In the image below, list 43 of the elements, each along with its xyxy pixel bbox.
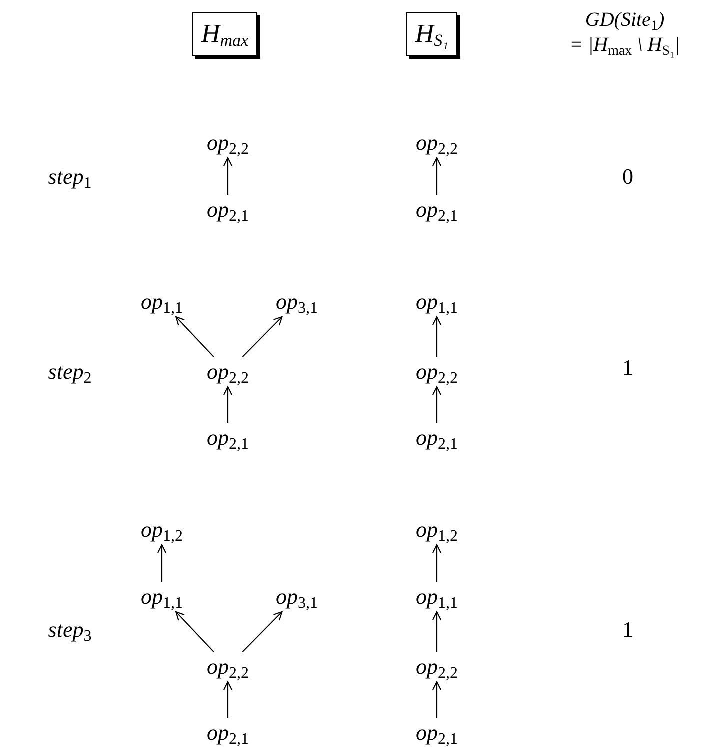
operation-label: op$_{2,1}$ [415,196,459,224]
operation-label: op$_{1,1}$ [415,288,459,316]
operation-label: op$_{2,2}$ [415,653,459,681]
step-label: step$_{2}$ [48,361,92,383]
history-box: H$_{max}$ [192,12,258,56]
arrow [432,544,442,582]
operation-label: op$_{2,1}$ [206,196,250,224]
operation-label: op$_{1,1}$ [415,583,459,611]
operation-label: op$_{2,1}$ [415,424,459,452]
arrow [432,611,442,652]
operation-label: op$_{1,1}$ [140,288,184,316]
operation-label: op$_{2,2}$ [206,358,250,386]
arrow [223,157,233,195]
distance-value: 0 [622,166,634,188]
operation-label: op$_{1,2}$ [415,516,459,544]
operation-label: op$_{3,1}$ [275,583,319,611]
step-label: step$_{1}$ [48,166,92,188]
arrow [432,386,442,423]
arrow [157,544,167,582]
operation-label: op$_{2,1}$ [206,719,250,747]
arrow [176,611,214,652]
arrow [432,316,442,357]
arrow [432,157,442,195]
operation-label: op$_{3,1}$ [275,288,319,316]
operation-label: op$_{1,1}$ [140,583,184,611]
arrow [242,316,283,358]
history-box: H$_{S₁}$ [406,12,458,56]
operation-label: op$_{2,2}$ [415,129,459,157]
operation-label: op$_{2,2}$ [415,358,459,386]
heading-text: GD(Site$_{1}$) [585,10,665,30]
operation-label: op$_{2,1}$ [415,719,459,747]
operation-label: op$_{2,2}$ [206,653,250,681]
operation-label: op$_{1,2}$ [140,516,184,544]
arrow [242,611,283,652]
operation-label: op$_{2,2}$ [206,129,250,157]
distance-value: 1 [622,619,634,641]
operation-label: op$_{2,1}$ [206,424,250,452]
distance-value: 1 [622,357,634,379]
arrow [223,386,233,423]
arrow [223,681,233,718]
arrow [432,681,442,718]
step-label: step$_{3}$ [48,619,92,641]
arrow [176,316,214,358]
